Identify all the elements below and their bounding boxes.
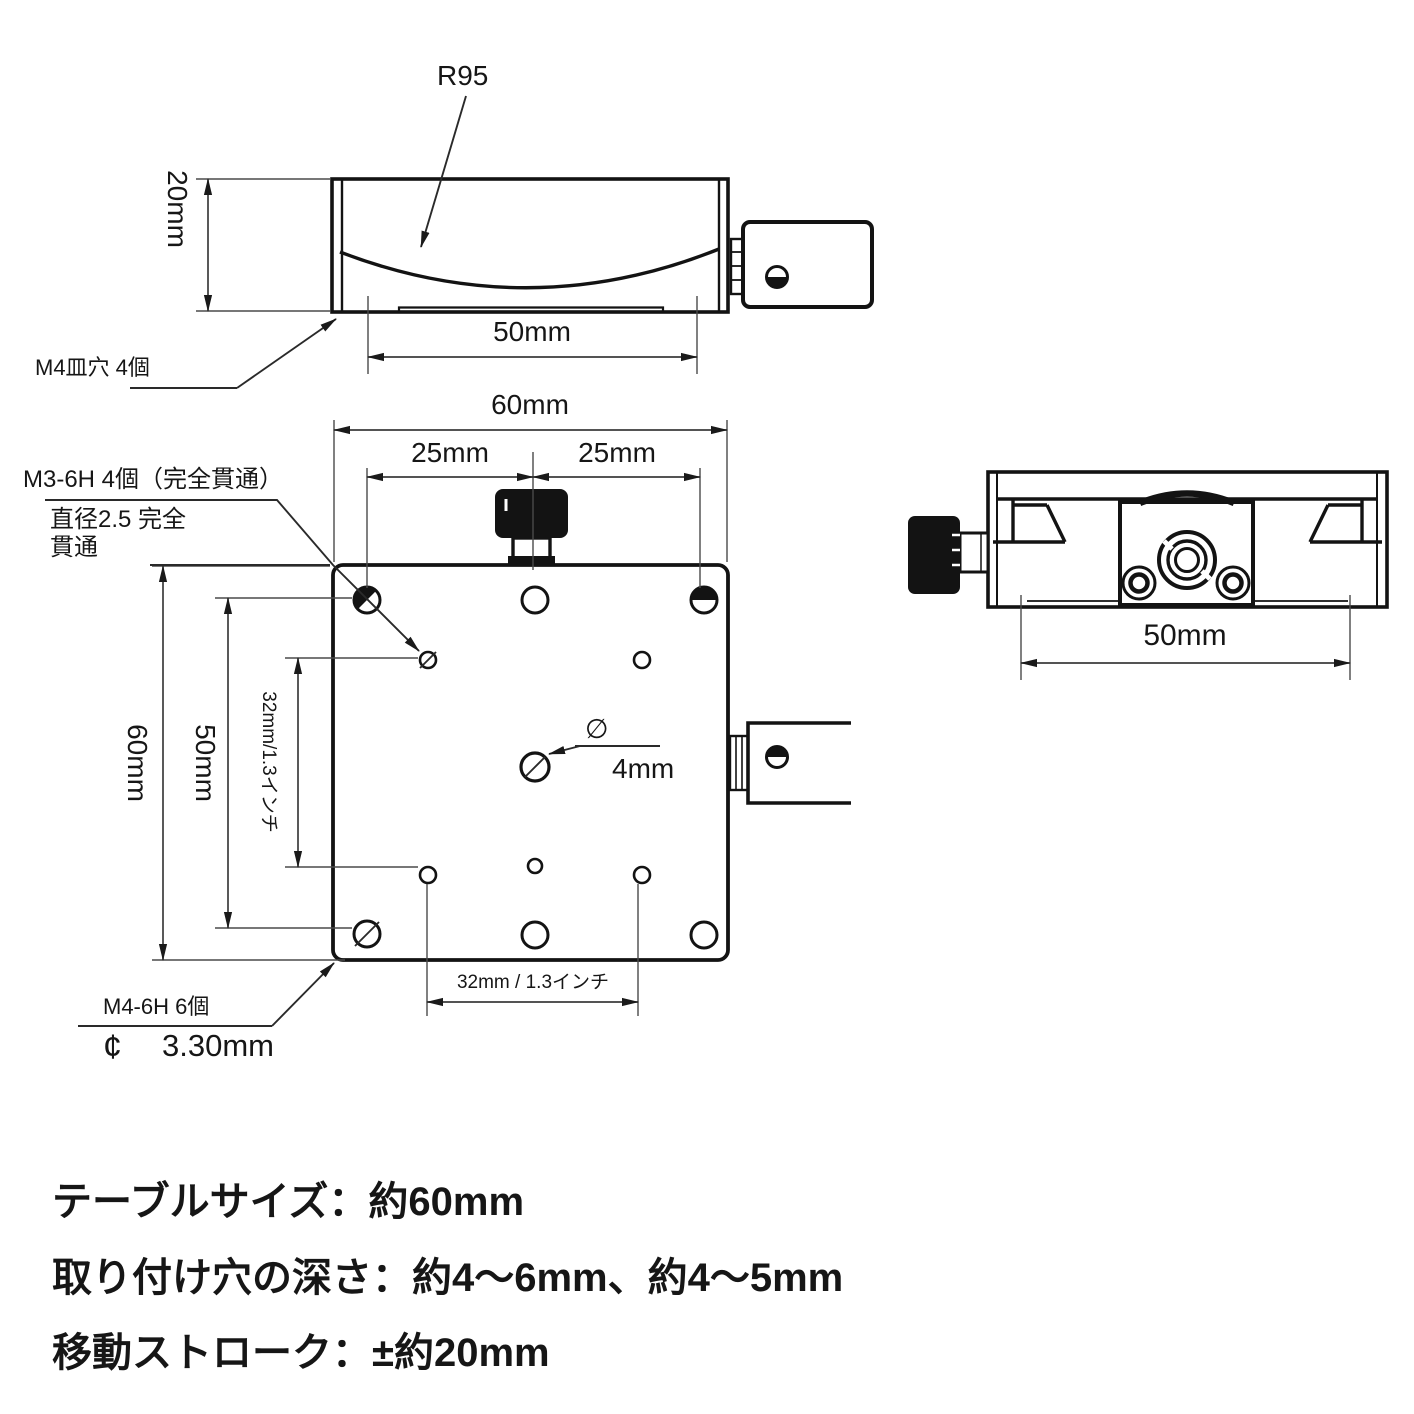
hole-slash — [354, 921, 380, 947]
curve-dome — [1138, 490, 1236, 507]
roller-right-inner — [1222, 572, 1244, 594]
m4-dia-symbol: ¢ — [103, 1028, 122, 1066]
roller-right — [1215, 565, 1251, 601]
r95-label: R95 — [437, 60, 488, 91]
small-hole — [526, 857, 544, 875]
concave-curve-r95 — [339, 247, 720, 290]
countersink-leader — [236, 318, 337, 389]
inner-pitch-v-dim: 32mm/1.3インチ — [258, 691, 279, 832]
m3-leader — [45, 499, 420, 652]
plate-height-dim: 60mm — [122, 724, 153, 802]
hole-shading — [691, 587, 717, 600]
diameter-symbol: ∅ — [585, 714, 609, 744]
plan-view: ∅ 4mm 60mm 25mm 25mm 60mm 50mm 32mm/ — [23, 389, 851, 1066]
center-hole-dim: 4mm — [612, 753, 674, 784]
pitch-dim-left: 25mm — [411, 437, 489, 468]
countersink-label: M4皿穴 4個 — [35, 355, 150, 380]
mount-hole — [520, 920, 550, 950]
bearing-slit — [1162, 539, 1174, 551]
m4-holes-label: M4-6H 6個 — [103, 994, 209, 1019]
bearing-inner — [1174, 547, 1200, 573]
spec-line-2: 取り付け穴の深さ：約4〜6mm、約4〜5mm — [52, 1256, 843, 1300]
plate-width-dim: 60mm — [491, 389, 569, 420]
center-hole-slash — [524, 756, 546, 778]
side-height-dim: 20mm — [162, 170, 193, 248]
mount-hole — [689, 920, 719, 950]
m4-dia-value: 3.30mm — [162, 1028, 274, 1063]
m3-hole — [632, 650, 652, 670]
knob-flange — [508, 556, 555, 565]
base-recess — [397, 306, 665, 312]
m3-holes-label: M3-6H 4個（完全貫通） — [23, 466, 283, 493]
through-hole-label-2: 貫通 — [50, 534, 98, 561]
mount-hole — [520, 585, 550, 615]
spec-text-block: テーブルサイズ：約60mm 取り付け穴の深さ：約4〜6mm、約4〜5mm 移動ス… — [52, 1179, 843, 1375]
micrometer-body — [741, 220, 874, 309]
roller-left-inner — [1128, 572, 1150, 594]
bearing-slit — [1200, 569, 1212, 581]
adjust-knob-top — [495, 489, 568, 538]
center-hole-leader — [548, 745, 581, 755]
bottom-pitch-dim: 32mm / 1.3インチ — [457, 972, 609, 993]
bearing-mid — [1166, 539, 1208, 581]
m3-hole — [418, 865, 438, 885]
pitch-dim-right: 25mm — [578, 437, 656, 468]
side-view-body — [330, 177, 730, 314]
end-view: 50mm — [908, 470, 1389, 680]
screw-hole-shading — [766, 746, 788, 757]
side-view: R95 50mm 20mm M4皿穴 4個 — [35, 60, 874, 389]
m3-hole — [632, 865, 652, 885]
end-width-dim: 50mm — [1143, 619, 1226, 652]
micrometer-housing-open — [746, 721, 851, 805]
connector-block — [728, 734, 750, 792]
hole-pitch-v-dim: 50mm — [190, 724, 221, 802]
spec-line-3: 移動ストローク：±約20mm — [52, 1331, 550, 1375]
through-hole-label-1: 直径2.5 完全 — [50, 506, 186, 533]
dovetail-line — [1045, 504, 1067, 543]
adjust-knob-end — [908, 516, 960, 594]
knob-shaft-end — [958, 531, 990, 574]
dovetail-line — [1308, 504, 1330, 543]
r95-leader — [420, 95, 467, 248]
m4-leader — [271, 962, 335, 1027]
hole-slash — [419, 651, 437, 669]
spec-line-1: テーブルサイズ：約60mm — [52, 1179, 524, 1224]
roller-left — [1121, 565, 1157, 601]
side-width-dim: 50mm — [493, 316, 571, 347]
screw-hole-shading — [766, 277, 788, 288]
